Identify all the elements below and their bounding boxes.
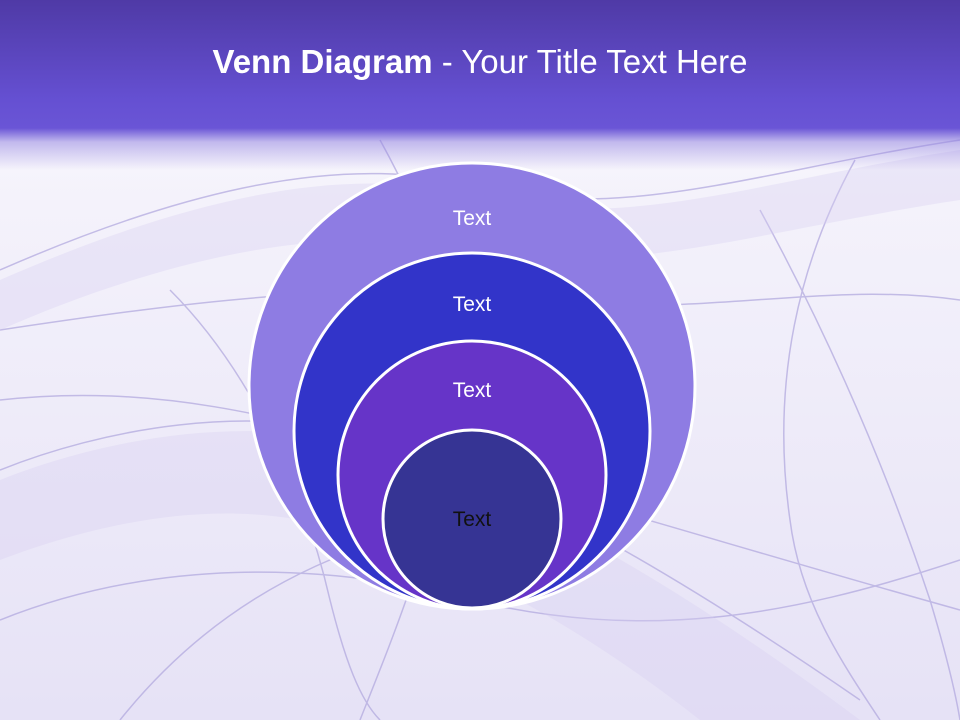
header-band	[0, 0, 960, 170]
circle-4-label: Text	[453, 508, 492, 531]
title-rest: - Your Title Text Here	[432, 43, 748, 80]
circle-1-label: Text	[453, 207, 492, 230]
circle-2-label: Text	[453, 293, 492, 316]
slide-title: Venn Diagram - Your Title Text Here	[0, 40, 960, 84]
title-bold: Venn Diagram	[212, 43, 433, 80]
circle-3-label: Text	[453, 379, 492, 402]
circle-4	[381, 428, 563, 610]
